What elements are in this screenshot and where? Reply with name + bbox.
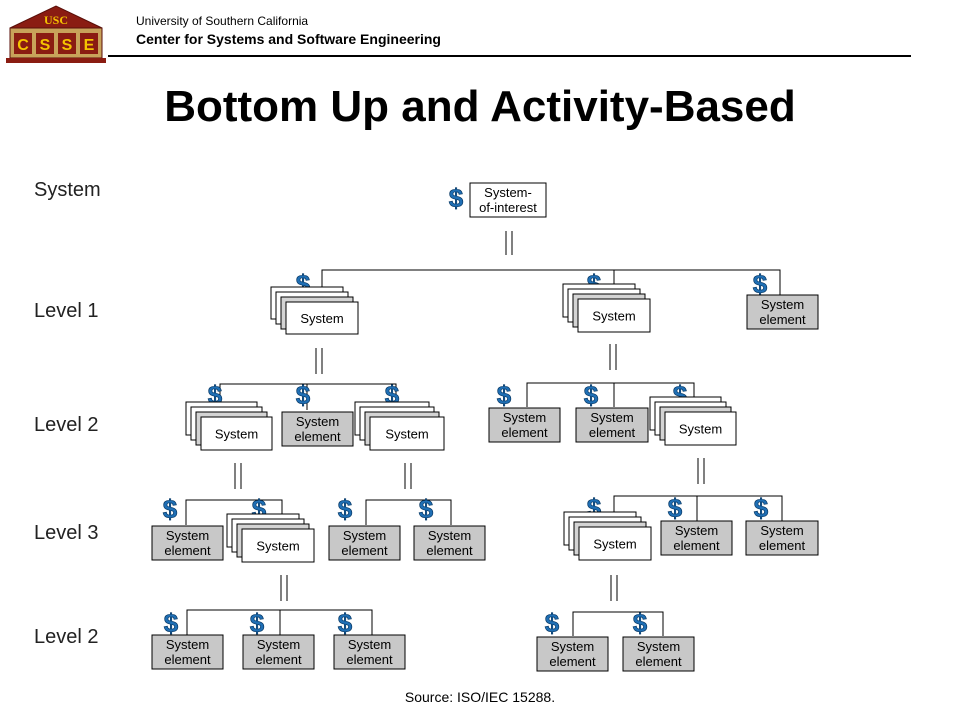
system-box-label: System: [256, 539, 299, 554]
cost-dollar-icon: $: [296, 380, 311, 410]
system-box-label: System: [592, 309, 635, 324]
level-label-3: Level 3: [34, 522, 99, 544]
system-element-box: [488, 407, 561, 443]
system-element-label-line1: System: [590, 410, 633, 425]
system-element-label-line1: System: [343, 528, 386, 543]
system-element-box: [536, 636, 609, 672]
system-element-label-line2: element: [589, 425, 636, 440]
system-element-label-line2: element: [341, 543, 388, 558]
system-element-label-line2: element: [501, 425, 548, 440]
system-element-label-line1: System: [551, 639, 594, 654]
system-element-label-line2: element: [549, 654, 596, 669]
system-element-label-line1: System: [166, 528, 209, 543]
system-element-box: [151, 525, 224, 561]
system-element-box: [281, 411, 354, 447]
cost-dollar-icon: $: [163, 494, 178, 524]
system-box: [664, 411, 737, 446]
system-element-box: [575, 407, 649, 443]
cost-dollar-icon: $: [449, 183, 464, 213]
system-box: [200, 416, 273, 451]
cost-dollar-icon: $: [338, 494, 353, 524]
cost-dollar-icon: $: [753, 269, 768, 299]
cost-dollar-icon: $: [668, 493, 683, 523]
system-element-label-line1: System: [428, 528, 471, 543]
system-element-box: [660, 520, 733, 556]
system-element-label-line1: System: [761, 297, 804, 312]
cost-dollar-icon: $: [754, 493, 769, 523]
system-box: [577, 298, 651, 333]
system-element-box: [242, 634, 315, 670]
connector-line: [572, 611, 664, 636]
system-element-label-line1: System: [348, 637, 391, 652]
system-element-label-line2: element: [759, 312, 806, 327]
system-element-box: [622, 636, 695, 672]
logo-usc-text: USC: [44, 13, 68, 27]
cost-dollar-icon: $: [584, 380, 599, 410]
system-element-label-line1: System: [637, 639, 680, 654]
cost-dollar-icon: $: [545, 608, 560, 638]
system-box: [578, 526, 652, 561]
level-label-system: System: [34, 179, 101, 201]
system-box-label: System: [385, 427, 428, 442]
system-box-label: System: [593, 537, 636, 552]
system-box: [285, 301, 359, 335]
connector-line: [526, 382, 695, 407]
header-divider: [108, 55, 911, 57]
system-box: [369, 416, 445, 451]
source-citation: Source: ISO/IEC 15288.: [404, 689, 556, 705]
university-name: University of Southern California: [136, 14, 309, 28]
cost-dollar-icon: $: [419, 494, 434, 524]
system-element-box: [328, 525, 401, 561]
page-title: Bottom Up and Activity-Based: [164, 82, 796, 131]
cost-dollar-icon: $: [164, 608, 179, 638]
system-box: [241, 528, 315, 563]
logo-letter-s2: S: [62, 37, 73, 54]
system-of-interest-box: [469, 182, 547, 218]
system-element-label-line1: System: [257, 637, 300, 652]
system-element-label-line2: element: [164, 543, 211, 558]
connector-line: [613, 495, 783, 521]
system-element-label-line2: element: [294, 429, 341, 444]
center-name: Center for Systems and Software Engineer…: [136, 31, 441, 47]
system-element-label-line2: element: [426, 543, 473, 558]
connector-line: [365, 499, 452, 525]
system-element-label-line2: element: [255, 652, 302, 667]
system-element-label-line1: System: [296, 414, 339, 429]
system-element-label-line1: System: [760, 523, 803, 538]
logo-letter-e: E: [84, 37, 95, 54]
connector-line: [219, 383, 397, 410]
system-of-interest-label-line2: of-interest: [479, 200, 537, 215]
csse-logo: USC C S S E: [6, 5, 106, 63]
cost-dollar-icon: $: [497, 380, 512, 410]
system-element-box: [413, 525, 486, 561]
system-box-label: System: [679, 422, 722, 437]
system-element-label-line2: element: [759, 538, 806, 553]
logo-letter-s1: S: [40, 37, 51, 54]
system-box-label: System: [215, 427, 258, 442]
system-element-label-line2: element: [346, 652, 393, 667]
system-element-label-line2: element: [635, 654, 682, 669]
system-element-box: [746, 294, 819, 330]
system-element-label-line1: System: [166, 637, 209, 652]
system-element-label-line1: System: [675, 523, 718, 538]
cost-dollar-icon: $: [633, 608, 648, 638]
connector-line: [185, 499, 283, 525]
cost-dollar-icon: $: [250, 608, 265, 638]
connector-line: [321, 269, 781, 296]
level-label-2: Level 2: [34, 414, 99, 436]
system-element-box: [151, 634, 224, 670]
system-element-box: [745, 520, 819, 556]
system-box-label: System: [300, 311, 343, 326]
cost-dollar-icon: $: [338, 608, 353, 638]
system-element-label-line2: element: [164, 652, 211, 667]
system-element-box: [333, 634, 406, 670]
system-element-label-line2: element: [673, 538, 720, 553]
system-element-label-line1: System: [503, 410, 546, 425]
logo-letter-c: C: [17, 37, 29, 54]
level-label-2-bottom: Level 2: [34, 626, 99, 648]
level-label-1: Level 1: [34, 300, 99, 322]
system-of-interest-label-line1: System-: [484, 185, 532, 200]
